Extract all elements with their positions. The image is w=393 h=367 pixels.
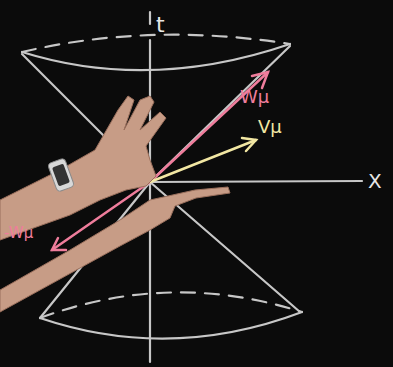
vector-label: Wμ — [240, 88, 269, 106]
axis-label: t — [156, 14, 165, 36]
axis-label: X — [368, 171, 382, 191]
vector-label: -Wμ — [4, 226, 33, 241]
vector-label: Vμ — [258, 118, 282, 136]
